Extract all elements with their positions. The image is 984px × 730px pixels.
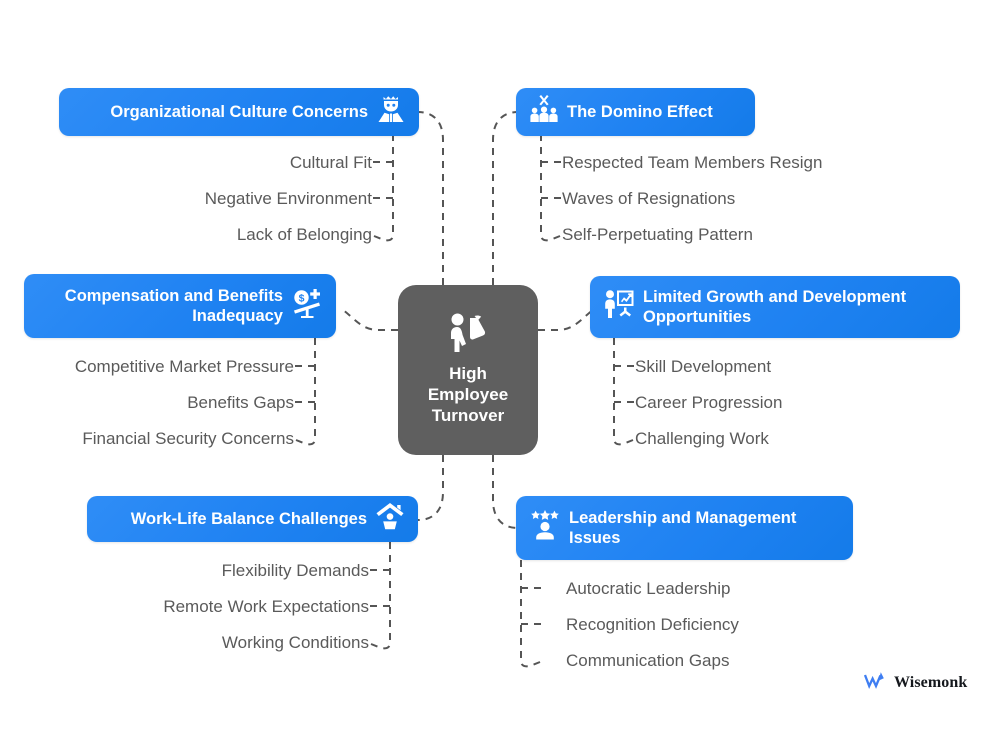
sub-item[interactable]: Communication Gaps <box>566 650 730 670</box>
branch-label-line1: Leadership and Management <box>569 508 797 527</box>
wisemonk-w-arrow-icon <box>863 670 888 695</box>
branch-work-life-balance-challenges[interactable]: Work-Life Balance Challenges <box>87 496 418 542</box>
sub-item[interactable]: Working Conditions <box>221 632 369 652</box>
sub-item[interactable]: Skill Development <box>635 356 772 376</box>
group-of-people-icon <box>530 95 558 128</box>
wisemonk-wordmark: Wisemonk <box>894 673 968 691</box>
sublist-work-life-balance-challenges: Flexibility Demands Remote Work Expectat… <box>50 552 369 660</box>
sub-item[interactable]: Self-Perpetuating Pattern <box>562 224 753 244</box>
svg-text:$: $ <box>299 293 305 305</box>
sublist-leadership-and-management-issues: Autocratic Leadership Recognition Defici… <box>566 570 906 678</box>
branch-label: The Domino Effect <box>567 102 713 121</box>
sub-item[interactable]: Financial Security Concerns <box>82 428 294 448</box>
sub-item[interactable]: Flexibility Demands <box>221 560 369 580</box>
branch-label: Leadership and Management Issues <box>569 508 839 548</box>
link-center-to-domino-effect <box>492 111 532 285</box>
branch-label-line1: Compensation and Benefits <box>64 286 283 305</box>
sub-item[interactable]: Recognition Deficiency <box>566 614 739 634</box>
spine-limited-growth <box>613 338 634 446</box>
branch-label-line2: Inadequacy <box>192 307 283 325</box>
branch-label: Work-Life Balance Challenges <box>130 509 367 528</box>
branch-label-line2: Issues <box>569 529 621 547</box>
sub-item[interactable]: Negative Environment <box>204 188 372 208</box>
spine-organizational-culture <box>373 134 394 242</box>
center-title-line2: Employee <box>427 385 509 405</box>
branch-the-domino-effect[interactable]: The Domino Effect <box>516 88 755 136</box>
sub-item[interactable]: Waves of Resignations <box>562 188 736 208</box>
person-with-crown-icon <box>377 95 405 128</box>
center-title-line1: High <box>449 364 487 384</box>
presentation-chart-person-icon <box>604 289 634 324</box>
sub-item[interactable]: Cultural Fit <box>289 152 372 172</box>
sublist-the-domino-effect: Respected Team Members Resign Waves of R… <box>562 144 962 252</box>
link-center-to-organizational-culture <box>405 111 444 285</box>
branch-compensation-and-benefits-inadequacy[interactable]: Compensation and Benefits Inadequacy $ <box>24 274 336 338</box>
employee-leaving-icon <box>445 313 491 358</box>
sub-item[interactable]: Challenging Work <box>635 428 769 448</box>
branch-label: Limited Growth and Development Opportuni… <box>643 287 946 327</box>
sub-item[interactable]: Respected Team Members Resign <box>562 152 823 172</box>
center-title-line3: Turnover <box>431 405 505 425</box>
sublist-compensation-and-benefits-inadequacy: Competitive Market Pressure Benefits Gap… <box>0 348 294 456</box>
sub-item[interactable]: Competitive Market Pressure <box>74 356 294 376</box>
sub-item[interactable]: Autocratic Leadership <box>566 578 731 598</box>
spine-domino-effect <box>540 134 561 242</box>
spine-work-life-balance <box>370 542 391 650</box>
link-center-to-compensation <box>339 307 398 331</box>
branch-label: Organizational Culture Concerns <box>110 102 368 121</box>
branch-label-line1: Limited Growth and Development <box>643 287 907 306</box>
branch-leadership-and-management-issues[interactable]: Leadership and Management Issues <box>516 496 853 560</box>
spine-leadership <box>520 560 541 668</box>
spine-compensation <box>295 338 316 446</box>
center-node[interactable]: High Employee Turnover <box>398 285 538 455</box>
branch-label-line2: Opportunities <box>643 308 752 326</box>
leader-stars-icon <box>530 510 560 545</box>
sublist-organizational-culture-concerns: Cultural Fit Negative Environment Lack o… <box>40 144 372 252</box>
sub-item[interactable]: Remote Work Expectations <box>163 596 369 616</box>
money-scale-icon: $ <box>292 288 322 323</box>
sub-item[interactable]: Lack of Belonging <box>236 224 372 244</box>
sublist-limited-growth-and-development-opportunities: Skill Development Career Progression Cha… <box>635 348 965 456</box>
link-center-to-limited-growth <box>538 307 597 331</box>
wisemonk-logo: Wisemonk <box>863 670 968 695</box>
branch-organizational-culture-concerns[interactable]: Organizational Culture Concerns <box>59 88 419 136</box>
branch-label: Compensation and Benefits Inadequacy <box>38 286 283 326</box>
sub-item[interactable]: Career Progression <box>635 392 783 412</box>
home-person-icon <box>376 502 404 535</box>
sub-item[interactable]: Benefits Gaps <box>187 392 294 412</box>
branch-limited-growth-and-development-opportunities[interactable]: Limited Growth and Development Opportuni… <box>590 276 960 338</box>
